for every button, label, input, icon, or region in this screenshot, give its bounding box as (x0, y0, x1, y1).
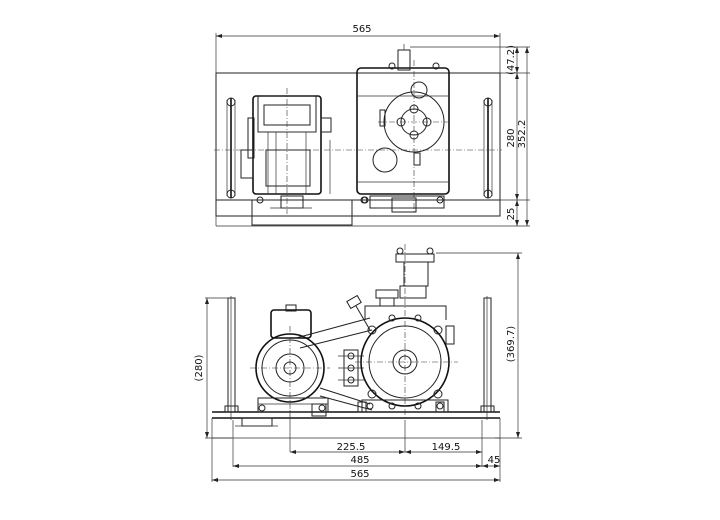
dim-45-label: 45 (488, 455, 501, 466)
valve-cluster (338, 294, 371, 387)
front-left-height-label: (280) (194, 354, 205, 381)
pump-top (356, 44, 452, 213)
dim-485-label: 485 (350, 455, 369, 466)
top-body-height-label: 280 (506, 128, 517, 147)
top-overall-height-label: 352.2 (517, 120, 528, 149)
top-base-height-label: 25 (506, 208, 517, 221)
dim-149-label: 149.5 (432, 442, 461, 453)
top-flange-height-label: (47.2) (506, 45, 517, 75)
top-width-label: 565 (352, 24, 371, 35)
top-base-plate (215, 72, 501, 217)
top-view: 565 (214, 24, 530, 227)
motor-front (235, 304, 330, 427)
front-right-height-label: (369.7) (506, 326, 517, 363)
dim-225-label: 225.5 (337, 442, 366, 453)
front-width-label: 565 (350, 469, 369, 480)
pump-front (355, 244, 458, 420)
front-view: (280) (369.7) 225.5 149.5 485 45 565 (194, 244, 522, 482)
motor-top (240, 95, 332, 195)
